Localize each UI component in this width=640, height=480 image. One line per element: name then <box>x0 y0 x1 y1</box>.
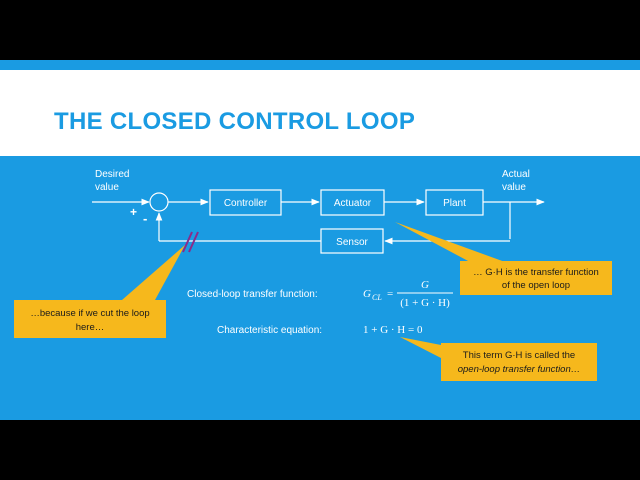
letterbox-bottom <box>0 420 640 480</box>
slide: THE CLOSED CONTROL LOOP Desired value + … <box>0 60 640 420</box>
callout-term-pointer <box>400 337 441 358</box>
loop-cut-mark-2 <box>188 231 199 253</box>
closed-loop-label: Closed-loop transfer function: <box>187 289 318 300</box>
summing-junction <box>149 192 169 212</box>
callout-term-line2: open-loop transfer function… <box>458 364 581 375</box>
gcl-equals: = <box>387 288 393 300</box>
controller-label: Controller <box>224 198 268 209</box>
sum-plus-sign: + <box>130 205 137 219</box>
plant-label: Plant <box>443 198 466 209</box>
callout-cut-pointer <box>122 245 185 300</box>
characteristic-label: Characteristic equation: <box>217 325 322 336</box>
control-loop-diagram: Desired value + - Controller Actuator Pl… <box>14 169 612 381</box>
sum-minus-sign: - <box>143 211 147 226</box>
title-bar: THE CLOSED CONTROL LOOP <box>0 70 640 156</box>
accent-strip <box>0 60 640 70</box>
output-label-line1: Actual <box>502 169 530 180</box>
gcl-symbol: G <box>363 288 371 300</box>
callout-cut-loop <box>14 300 166 338</box>
sensor-label: Sensor <box>336 237 368 248</box>
callout-gh-line1: … G·H is the transfer function <box>473 267 599 278</box>
callout-term-line1: This term G·H is called the <box>463 350 575 361</box>
gcl-subscript: CL <box>372 293 382 302</box>
input-label-line2: value <box>95 182 119 193</box>
slide-title: THE CLOSED CONTROL LOOP <box>54 108 416 135</box>
input-label-line1: Desired <box>95 169 129 180</box>
characteristic-equation: 1 + G · H = 0 <box>363 324 423 336</box>
output-label-line2: value <box>502 182 526 193</box>
tf-numerator: G <box>421 279 429 291</box>
callout-gh-open-loop <box>460 261 612 295</box>
actuator-label: Actuator <box>334 198 372 209</box>
callout-gh-pointer <box>395 222 505 262</box>
loop-cut-mark-1 <box>182 231 193 253</box>
callout-cut-line1: …because if we cut the loop <box>30 308 149 319</box>
callout-term-gh <box>441 343 597 381</box>
callout-gh-line2: of the open loop <box>502 280 570 291</box>
tf-denominator: (1 + G · H) <box>400 297 450 309</box>
callout-cut-line2: here… <box>76 322 105 333</box>
letterbox-top <box>0 0 640 60</box>
